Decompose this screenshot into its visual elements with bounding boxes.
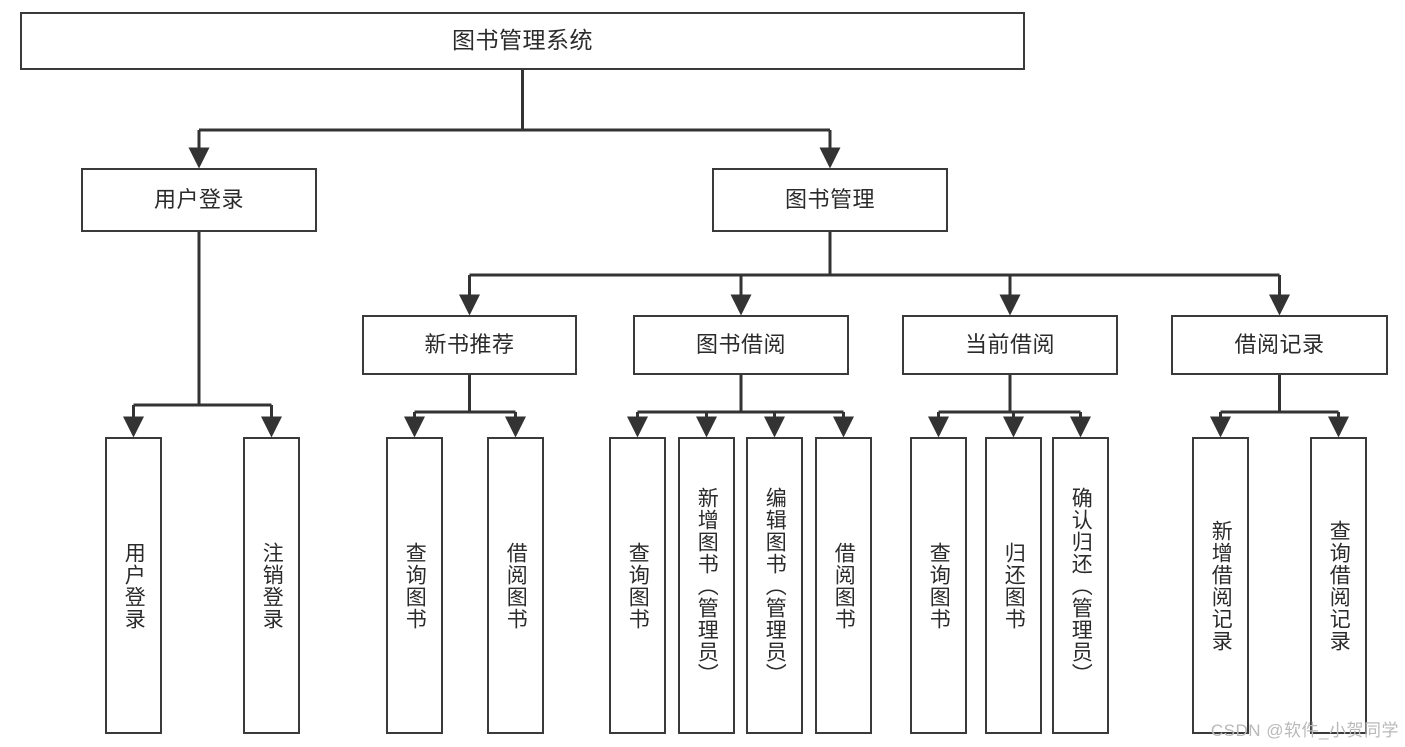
leaf-borrow-book[interactable]: 借阅图书 — [815, 437, 872, 734]
leaf-query-book-borrow[interactable]: 查询图书 — [609, 437, 666, 734]
node-current-borrow[interactable]: 当前借阅 — [902, 315, 1118, 375]
node-label: 图书借阅 — [695, 331, 786, 357]
leaf-query-book-rec[interactable]: 查询图书 — [386, 437, 443, 734]
leaf-user-logout[interactable]: 注销登录 — [243, 437, 300, 734]
node-label: 借阅记录 — [1234, 331, 1325, 357]
leaf-edit-book-admin[interactable]: 编辑图书（管理员） — [746, 437, 803, 734]
node-label: 当前借阅 — [964, 331, 1055, 357]
node-root-system[interactable]: 图书管理系统 — [20, 12, 1025, 70]
node-label: 图书管理系统 — [452, 27, 593, 54]
node-book-manage[interactable]: 图书管理 — [712, 168, 948, 232]
leaf-add-borrow-record[interactable]: 新增借阅记录 — [1192, 437, 1249, 734]
node-borrow-record[interactable]: 借阅记录 — [1171, 315, 1388, 375]
leaf-borrow-book-rec[interactable]: 借阅图书 — [487, 437, 544, 734]
leaf-confirm-return-admin[interactable]: 确认归还（管理员） — [1052, 437, 1109, 734]
node-label: 用户登录 — [153, 186, 244, 212]
leaf-query-book-current[interactable]: 查询图书 — [910, 437, 967, 734]
node-new-book-recommend[interactable]: 新书推荐 — [362, 315, 577, 375]
node-label: 图书管理 — [784, 186, 875, 212]
node-book-borrow[interactable]: 图书借阅 — [633, 315, 849, 375]
watermark-credit: CSDN @软件_小贺同学 — [1210, 721, 1399, 740]
leaf-return-book[interactable]: 归还图书 — [985, 437, 1042, 734]
node-user-login[interactable]: 用户登录 — [81, 168, 317, 232]
node-label: 新书推荐 — [424, 331, 515, 357]
leaf-query-borrow-record[interactable]: 查询借阅记录 — [1310, 437, 1367, 734]
leaf-user-login[interactable]: 用户登录 — [105, 437, 162, 734]
leaf-add-book-admin[interactable]: 新增图书（管理员） — [678, 437, 735, 734]
